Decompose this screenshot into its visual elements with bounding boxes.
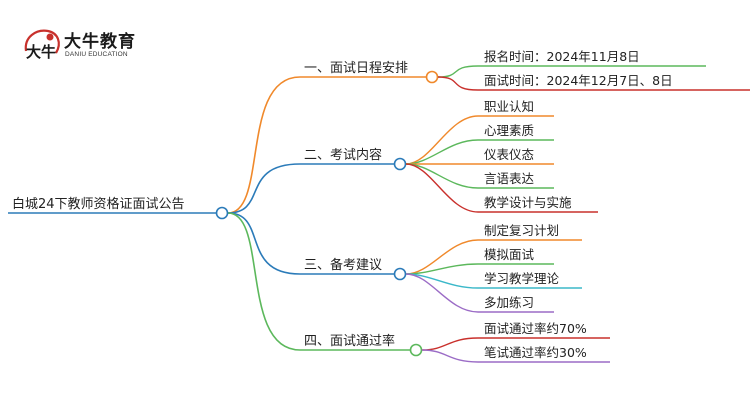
leaf-connector [405, 115, 479, 165]
leaf-label: 言语表达 [484, 171, 535, 186]
leaf-label: 仪表仪态 [484, 147, 534, 162]
logo-mark-text: 大牛 [26, 43, 56, 61]
branch-connector [227, 76, 301, 214]
branch-node [425, 70, 439, 84]
leaf-connector [405, 163, 479, 213]
leaf-label: 多加练习 [484, 295, 534, 310]
leaf-connector [405, 273, 479, 313]
root-node [215, 206, 229, 220]
logo-mark-icon: 大牛 [24, 29, 60, 61]
leaf-connector [421, 349, 479, 363]
branch-connector [227, 212, 301, 351]
leaf-label: 模拟面试 [484, 247, 535, 262]
branch-connector [227, 163, 301, 214]
leaf-label: 面试通过率约70% [484, 321, 587, 336]
root-label: 白城24下教师资格证面试公告 [12, 196, 185, 212]
leaf-connector [405, 263, 479, 275]
leaf-label: 教学设计与实施 [484, 195, 572, 210]
branch-label: 二、考试内容 [304, 147, 382, 163]
branch-node [409, 343, 423, 357]
branch-node [393, 157, 407, 171]
logo-name-en: DANIU EDUCATION [65, 51, 128, 58]
branch-label: 三、备考建议 [304, 257, 382, 273]
branch-connector [227, 212, 301, 275]
leaf-connector [437, 76, 479, 91]
leaf-connector [421, 337, 479, 351]
leaf-label: 职业认知 [484, 99, 534, 114]
leaf-label: 报名时间：2024年11月8日 [484, 49, 640, 64]
leaf-label: 学习教学理论 [484, 271, 560, 286]
branch-label: 四、面试通过率 [304, 333, 395, 349]
leaf-label: 心理素质 [484, 123, 534, 138]
logo-name-cn: 大牛教育 [64, 32, 136, 52]
branch-label: 一、面试日程安排 [304, 61, 408, 76]
leaf-label: 面试时间：2024年12月7日、8日 [484, 73, 673, 88]
leaf-connector [437, 65, 479, 78]
leaf-label: 笔试通过率约30% [484, 345, 587, 360]
brand-logo: 大牛 大牛教育 DANIU EDUCATION [22, 27, 152, 69]
leaf-label: 制定复习计划 [484, 223, 559, 238]
branch-node [393, 267, 407, 281]
